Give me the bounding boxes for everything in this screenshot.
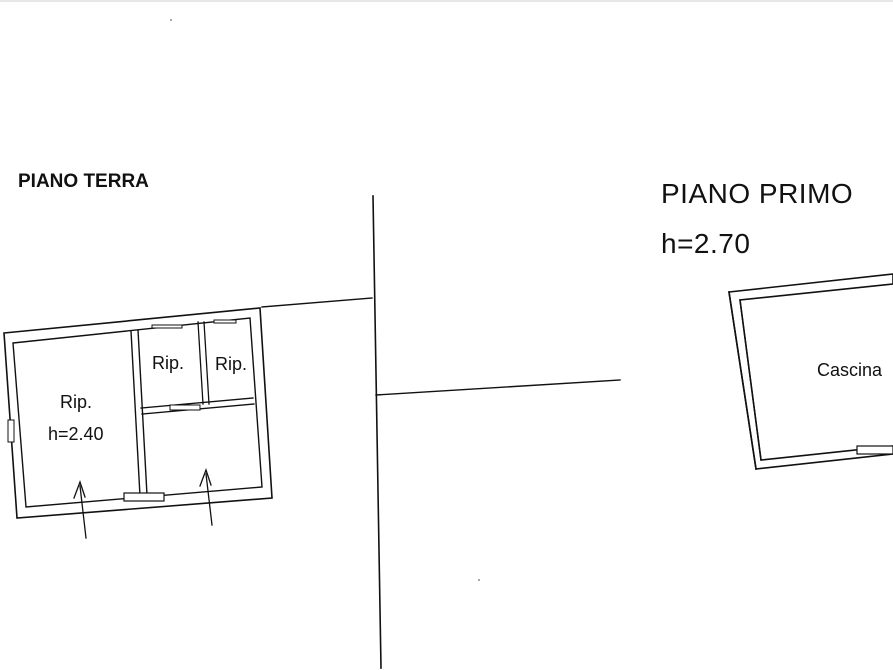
window-mark-west [7,419,15,443]
window-mark-b [213,319,237,324]
first-floor-door [856,445,893,455]
property-boundary-vertical [372,195,382,669]
entrance-arrow-left [73,480,87,539]
door-opening-south [123,492,165,502]
first-floor-height: h=2.70 [661,228,751,259]
window-mark-a [151,324,183,329]
first-floor-building [728,273,893,470]
room-label-rip-b: Rip. [215,354,248,374]
ground-floor-outer-wall [3,307,273,519]
room-label-rip-a: Rip. [152,353,185,373]
room-label-cascina: Cascina [817,360,883,380]
ground-floor-inner-wall [12,317,263,508]
partition-wall-a-inner [137,329,148,496]
room-height-rip-main: h=2.40 [48,424,104,444]
partition-wall-b [140,397,254,409]
entrance-arrow-right [199,468,213,526]
first-floor-title: PIANO PRIMO [661,178,854,209]
partition-wall-c [197,321,204,405]
property-boundary-left [261,297,373,308]
scan-speck [478,579,480,581]
scan-speck [170,19,172,21]
ground-floor-title: PIANO TERRA [18,171,149,192]
property-boundary-right [375,379,621,396]
partition-wall-a [130,330,141,497]
door-opening-internal [169,404,201,411]
ground-floor-building [3,307,273,519]
room-label-rip-main: Rip. [60,392,93,412]
partition-wall-c-inner [203,321,210,405]
